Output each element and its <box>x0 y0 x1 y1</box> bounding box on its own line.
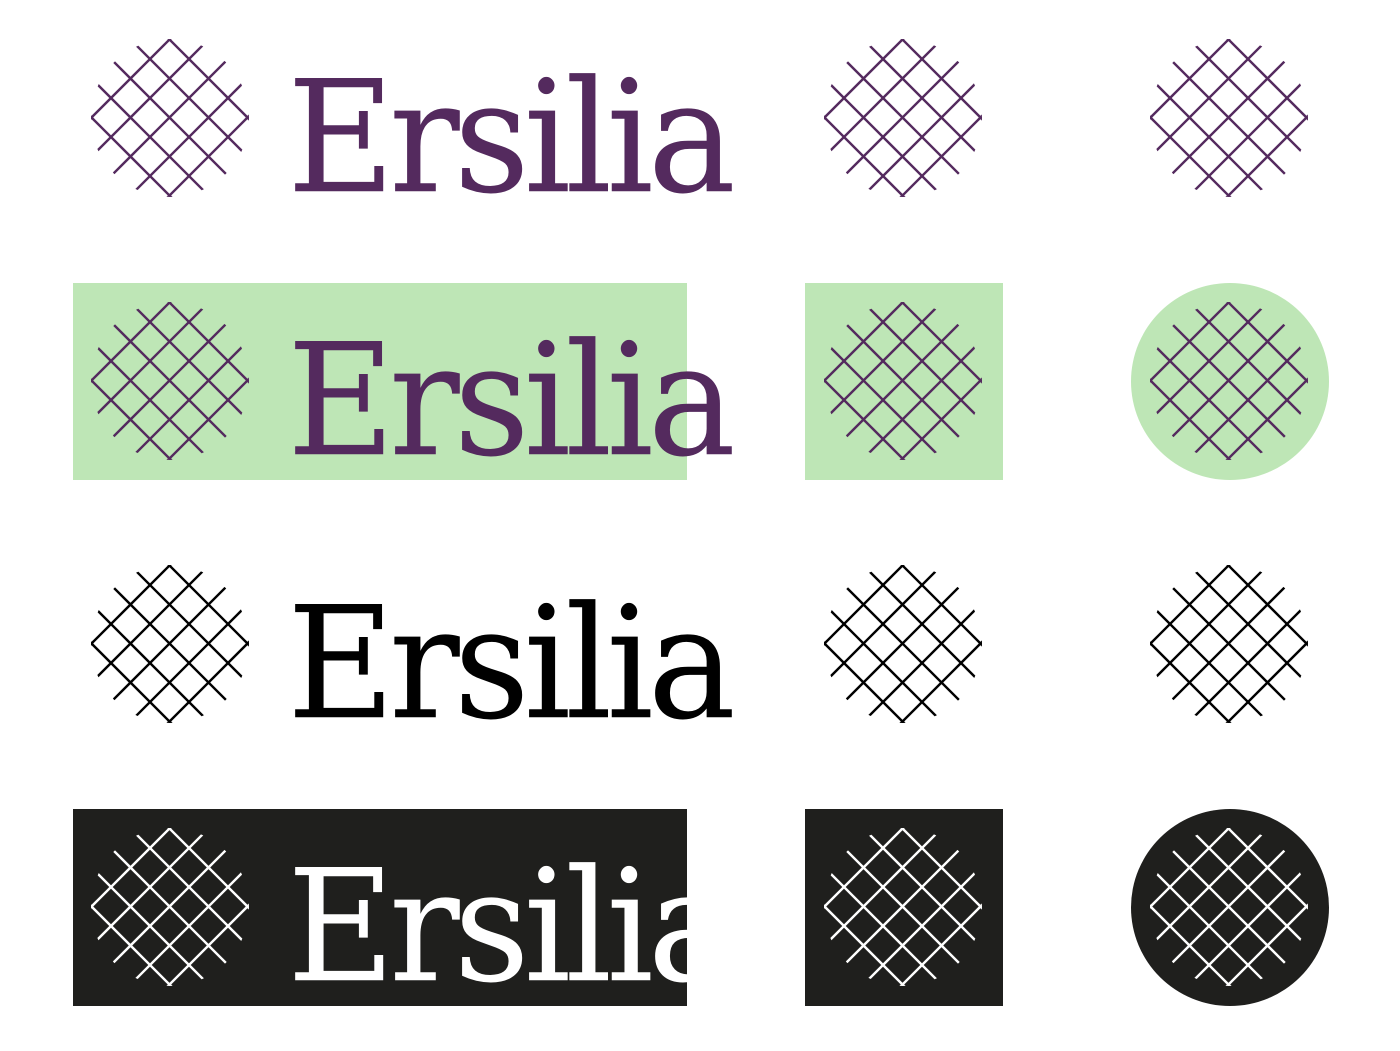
crosshatch-circle-icon <box>824 565 982 723</box>
crosshatch-circle-icon <box>1150 565 1308 723</box>
row2-mark-circle <box>1131 283 1329 480</box>
wordmark: Ersilia <box>287 310 736 491</box>
wordmark: Ersilia <box>287 47 736 229</box>
crosshatch-circle-icon <box>1150 828 1308 986</box>
row4-mark-circle <box>1131 809 1329 1006</box>
crosshatch-circle-icon <box>1150 39 1308 197</box>
crosshatch-circle-icon <box>824 302 982 460</box>
wordmark: Ersilia <box>287 573 736 754</box>
row2-mark-square <box>805 283 1003 480</box>
crosshatch-circle-icon <box>91 828 249 986</box>
row4-mark-square <box>805 809 1003 1006</box>
crosshatch-circle-icon <box>1150 302 1308 460</box>
crosshatch-circle-icon <box>91 565 249 723</box>
row1-mark-circle <box>1131 20 1329 216</box>
crosshatch-circle-icon <box>824 828 982 986</box>
crosshatch-circle-icon <box>91 302 249 460</box>
crosshatch-circle-icon <box>91 39 249 197</box>
row3-logo-lockup: Ersilia <box>73 546 736 742</box>
crosshatch-circle-icon <box>824 39 982 197</box>
wordmark: Ersilia <box>287 836 736 1017</box>
row3-mark-square <box>805 546 1003 742</box>
row3-mark-circle <box>1131 546 1329 742</box>
row1-mark-square <box>805 20 1003 216</box>
row4-logo-lockup: Ersilia <box>73 809 736 1006</box>
row2-logo-lockup: Ersilia <box>73 283 736 480</box>
row1-logo-lockup: Ersilia <box>73 20 736 216</box>
